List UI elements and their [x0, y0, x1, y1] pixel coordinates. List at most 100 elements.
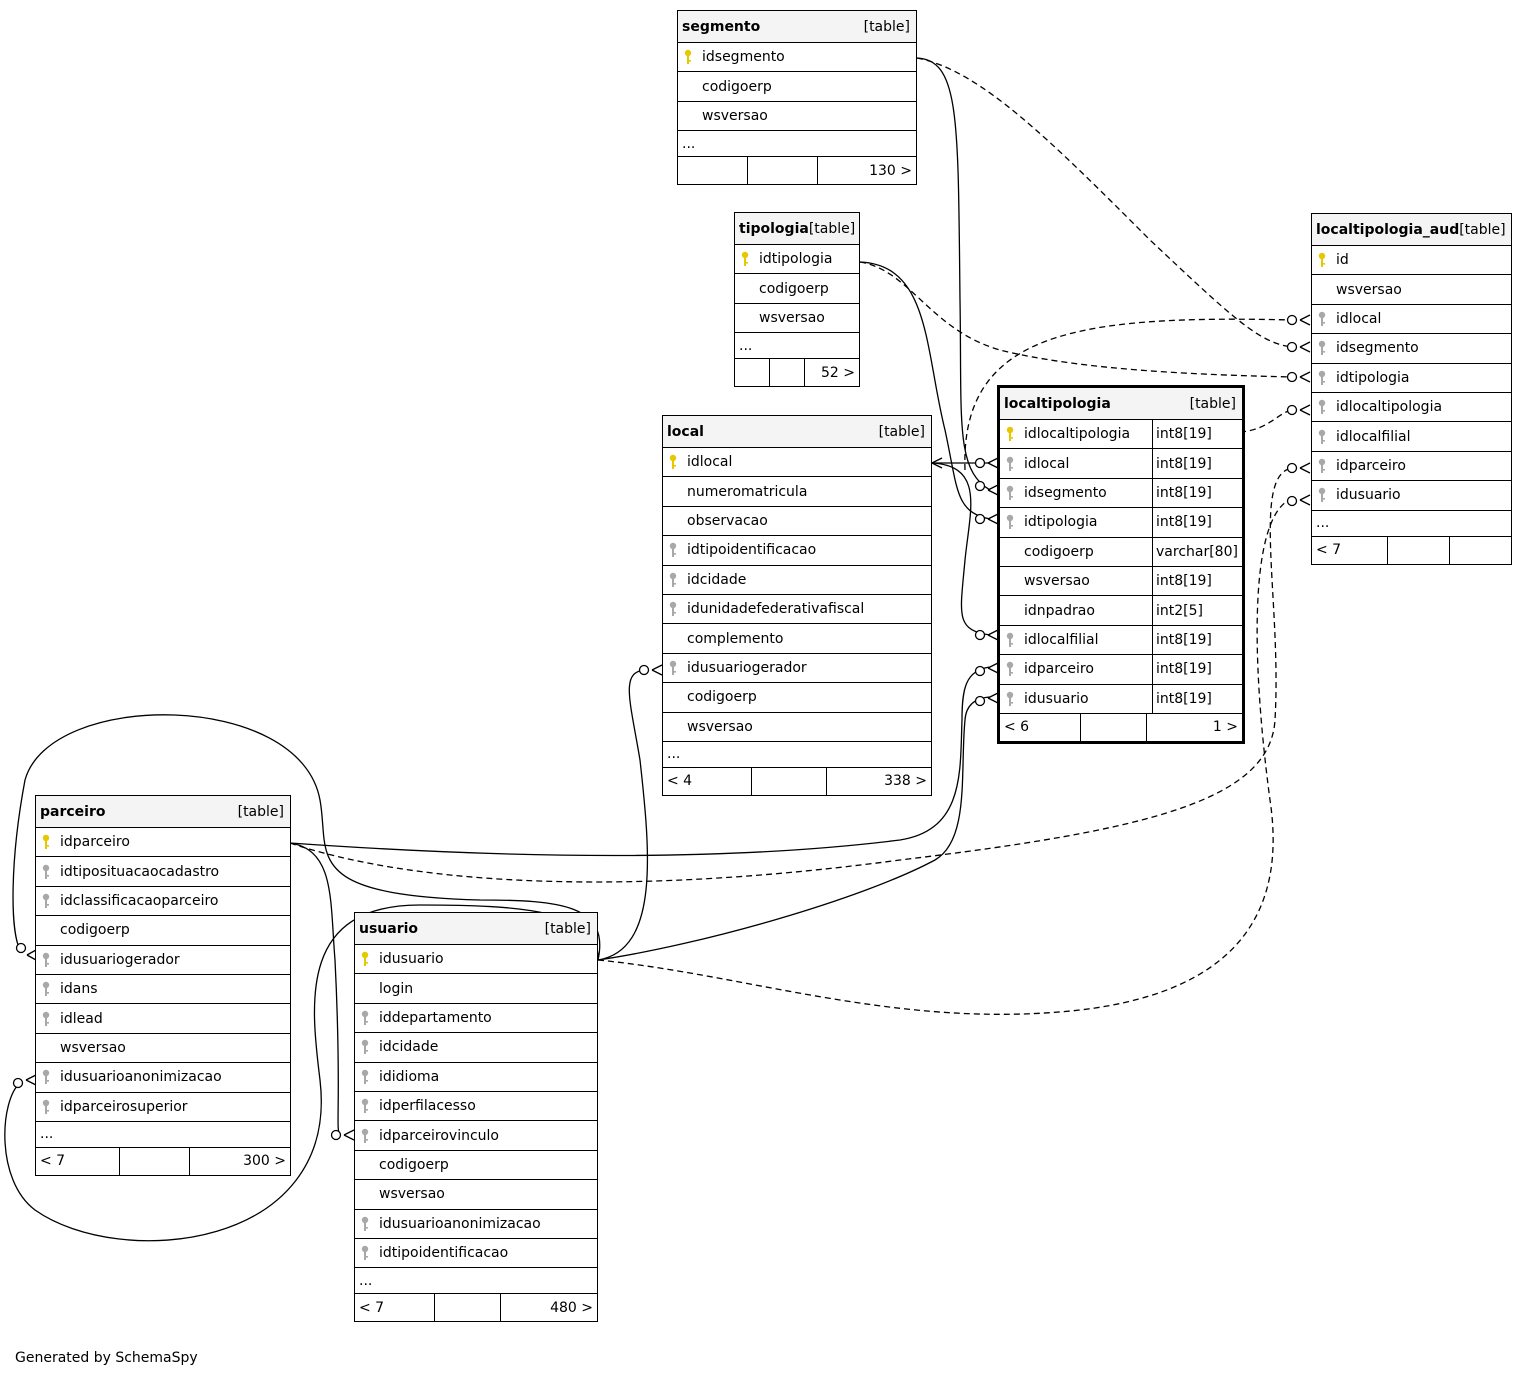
column-row[interactable]: idparceiro [36, 828, 290, 858]
column-row[interactable]: idusuariogerador [663, 654, 931, 684]
column-name[interactable]: login [379, 980, 414, 997]
column-name[interactable]: idusuario [1336, 487, 1401, 504]
column-row[interactable]: ididioma [355, 1063, 597, 1092]
column-name[interactable]: idsegmento [702, 49, 785, 66]
column-name[interactable]: codigoerp [379, 1156, 449, 1173]
column-name[interactable]: idusuariogerador [60, 951, 180, 968]
column-row[interactable]: login [355, 974, 597, 1004]
table-name[interactable]: localtipologia [1004, 395, 1111, 412]
children-count[interactable]: 130 > [869, 162, 912, 179]
column-row[interactable]: idlead [36, 1004, 290, 1034]
column-name[interactable]: codigoerp [60, 922, 130, 939]
table-name[interactable]: localtipologia_aud [1316, 221, 1460, 238]
column-name[interactable]: codigoerp [687, 689, 757, 706]
column-name[interactable]: idnpadrao [1024, 602, 1095, 619]
children-count[interactable]: 338 > [884, 773, 927, 790]
parents-count[interactable] [735, 359, 770, 387]
column-name[interactable]: wsversao [1336, 281, 1402, 298]
children-count[interactable]: 1 > [1212, 719, 1238, 736]
column-name[interactable]: idtipologia [1024, 514, 1098, 531]
column-row[interactable]: idparceirosuperior [36, 1093, 290, 1122]
column-name[interactable]: codigoerp [1024, 543, 1094, 560]
column-row[interactable]: idclassificacaoparceiro [36, 887, 290, 917]
column-name[interactable]: wsversao [1024, 573, 1090, 590]
parents-count[interactable]: < 6 [1000, 713, 1081, 741]
column-name[interactable]: idusuarioanonimizacao [379, 1215, 541, 1232]
column-name[interactable]: idusuarioanonimizacao [60, 1069, 222, 1086]
column-row[interactable]: idunidadefederativafiscal [663, 595, 931, 625]
column-row[interactable]: idtipologia [735, 245, 859, 275]
column-name[interactable]: idlocal [1024, 455, 1070, 472]
column-row[interactable]: wsversao [36, 1034, 290, 1064]
column-name[interactable]: idlocal [687, 454, 733, 471]
column-row[interactable]: codigoerp [355, 1151, 597, 1181]
column-name[interactable]: idparceiro [1336, 457, 1406, 474]
column-row[interactable]: iddepartamento [355, 1004, 597, 1034]
column-row[interactable]: wsversao [1312, 275, 1511, 305]
children-count[interactable]: 480 > [550, 1299, 593, 1316]
column-row[interactable]: codigoerp [735, 274, 859, 304]
column-name[interactable]: idparceirosuperior [60, 1098, 188, 1115]
column-row[interactable]: observacao [663, 507, 931, 537]
parents-count[interactable] [678, 157, 748, 185]
column-name[interactable]: idtipologia [1336, 369, 1410, 386]
table-name[interactable]: local [667, 423, 704, 440]
column-name[interactable]: idsegmento [1024, 484, 1107, 501]
column-row[interactable]: idlocaltipologia [1312, 393, 1511, 423]
column-name[interactable]: wsversao [759, 309, 825, 326]
column-name[interactable]: idusuariogerador [687, 659, 807, 676]
column-name[interactable]: idusuario [379, 951, 444, 968]
table-name[interactable]: tipologia [739, 220, 809, 237]
column-row[interactable]: id [1312, 246, 1511, 276]
table-name[interactable]: segmento [682, 18, 761, 35]
column-row[interactable]: idcidade [355, 1033, 597, 1063]
column-row[interactable]: wsversao [678, 102, 916, 132]
column-name[interactable]: id [1336, 252, 1349, 269]
column-name[interactable]: wsversao [379, 1186, 445, 1203]
column-row[interactable]: idparceiro [1312, 452, 1511, 482]
table-name[interactable]: usuario [359, 920, 419, 937]
column-row[interactable]: complemento [663, 624, 931, 654]
children-count[interactable]: 52 > [821, 364, 855, 381]
column-row[interactable]: idparceirovinculo [355, 1121, 597, 1151]
column-row[interactable]: idans [36, 975, 290, 1005]
column-row[interactable]: idperfilacesso [355, 1092, 597, 1122]
column-name[interactable]: idsegmento [1336, 340, 1419, 357]
column-name[interactable]: idlocaltipologia [1336, 399, 1443, 416]
parents-count[interactable]: < 7 [36, 1147, 120, 1175]
column-name[interactable]: idtiposituacaocadastro [60, 863, 220, 880]
column-name[interactable]: wsversao [702, 107, 768, 124]
column-name[interactable]: idparceiro [1024, 661, 1094, 678]
column-name[interactable]: idtipoidentificacao [687, 542, 817, 559]
column-row[interactable]: idlocal [1312, 305, 1511, 335]
column-row[interactable]: idlocalfilial [1312, 422, 1511, 452]
column-row[interactable]: idcidade [663, 566, 931, 595]
column-name[interactable]: observacao [687, 512, 768, 529]
column-name[interactable]: idlocalfilial [1336, 428, 1411, 445]
column-name[interactable]: idlocal [1336, 310, 1382, 327]
column-row[interactable]: numeromatricula [663, 477, 931, 507]
column-name[interactable]: idclassificacaoparceiro [60, 892, 219, 909]
parents-count[interactable]: < 4 [663, 767, 752, 795]
column-row[interactable]: idusuarioanonimizacao [36, 1063, 290, 1093]
column-row[interactable]: codigoerp [36, 916, 290, 946]
column-name[interactable]: codigoerp [702, 78, 772, 95]
column-name[interactable]: idlocaltipologia [1024, 426, 1131, 443]
parents-count[interactable]: < 7 [355, 1294, 435, 1322]
column-name[interactable]: idusuario [1024, 690, 1089, 707]
column-name[interactable]: idcidade [379, 1039, 439, 1056]
column-row[interactable]: idtiposituacaocadastro [36, 857, 290, 887]
column-row[interactable]: codigoerp [663, 683, 931, 713]
